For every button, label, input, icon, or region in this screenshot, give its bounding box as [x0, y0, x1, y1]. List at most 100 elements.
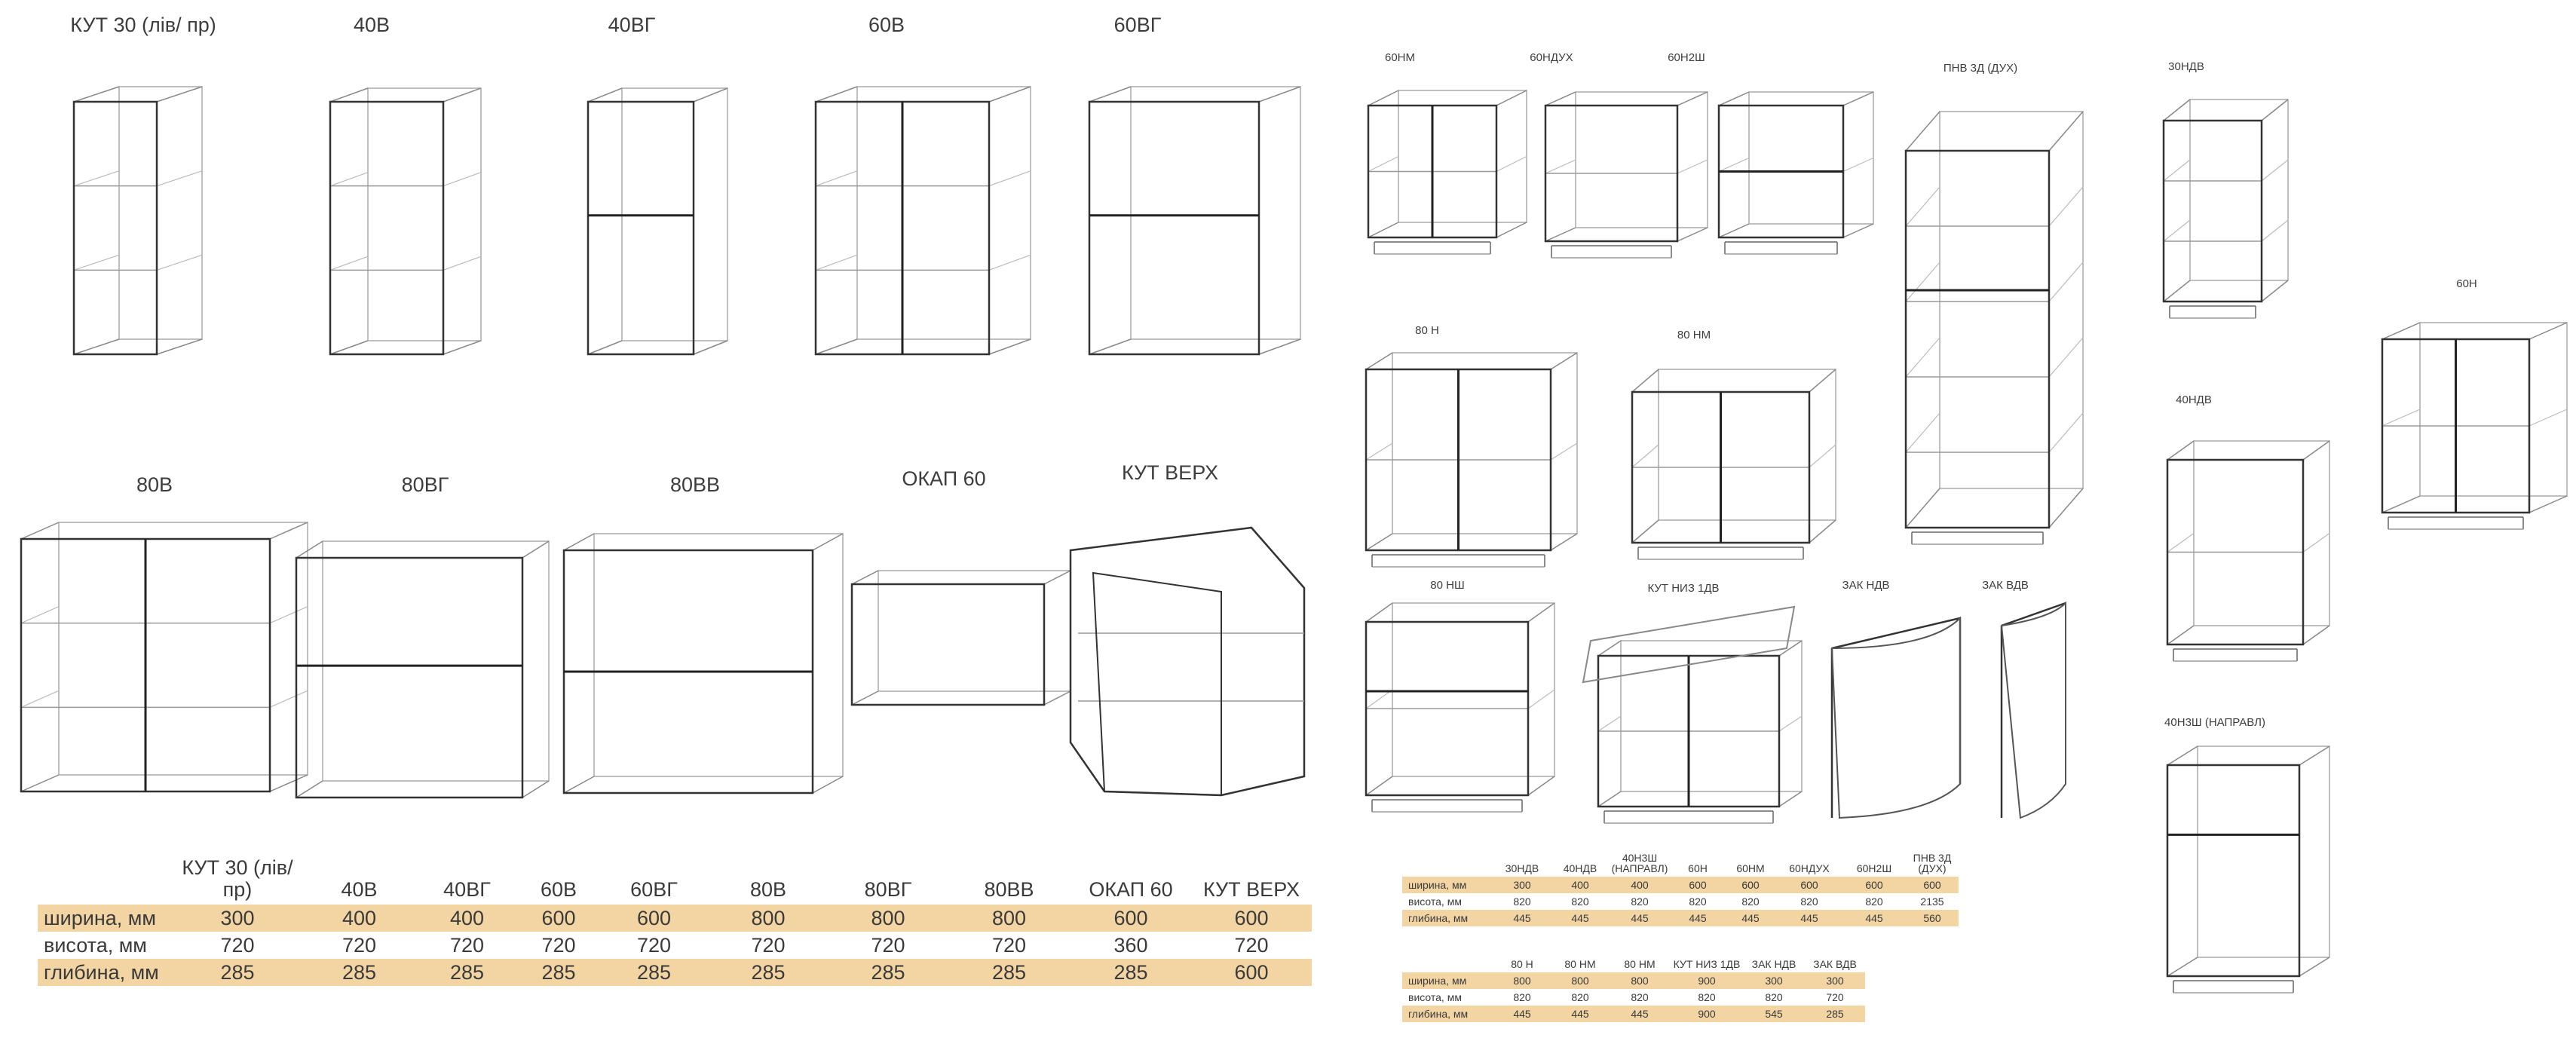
table-row: глибина, мм 285 285 285 285 285 285 285 …: [38, 959, 1312, 986]
label-80nsh: 80 НШ: [1430, 579, 1465, 592]
row-label: ширина, мм: [38, 905, 173, 932]
table-cell: 2135: [1920, 896, 1944, 908]
cabinet-kutniz: [1597, 640, 1803, 824]
row-label: глибина, мм: [1402, 910, 1493, 926]
table-cell: 360: [1113, 933, 1148, 957]
table-cell: 720: [991, 933, 1027, 957]
cabinet-80vv: [562, 533, 844, 794]
table-cell: 720: [1826, 991, 1844, 1003]
col-header: 80 НМ: [1624, 958, 1656, 971]
table-row: глибина, мм 445 445 445 900 545 285: [1402, 1006, 1865, 1022]
col-header: 40НДВ: [1563, 862, 1597, 875]
col-header: 80В: [749, 877, 787, 901]
cabinet-40vg: [587, 87, 728, 356]
cabinet-60n: [2381, 322, 2568, 530]
label-80n: 80 Н: [1415, 324, 1439, 337]
col-header: 40В: [341, 877, 378, 901]
label-okap60: ОКАП 60: [902, 467, 986, 490]
label-40vg: 40ВГ: [608, 14, 656, 36]
cabinet-80n: [1365, 352, 1578, 568]
table-cell: 900: [1671, 972, 1743, 989]
table-cell: 600: [1191, 905, 1312, 932]
cabinet-40ndv: [2166, 440, 2330, 662]
label-kut30: КУТ 30 (лів/ пр): [70, 14, 216, 36]
label-40n3sh: 40Н3Ш (НАПРАВЛ): [2164, 716, 2265, 729]
table-header-row: КУТ 30 (лів/ пр) 40В 40ВГ 60В 60ВГ 80В 8…: [38, 852, 1312, 905]
kut-niz-top: [1582, 605, 1796, 684]
col-header: 40ВГ: [443, 877, 491, 901]
table-cell: 445: [1671, 910, 1725, 926]
table-cell: 285: [1071, 959, 1191, 986]
lower-cabinets-table-1: 30НДВ 40НДВ 40Н3Ш (НАПРАВЛ) 60Н 60НМ 60Н…: [1402, 843, 1959, 926]
table-cell: 600: [1071, 905, 1191, 932]
table-cell: 300: [1743, 972, 1805, 989]
label-60nm: 60НМ: [1384, 51, 1416, 64]
row-label: висота, мм: [44, 933, 147, 957]
table-cell: 600: [1906, 877, 1959, 893]
row-label: глибина, мм: [38, 959, 173, 986]
table-cell: 820: [1513, 991, 1531, 1003]
table-cell: 800: [708, 905, 829, 932]
cabinet-80nsh: [1365, 602, 1555, 813]
table-cell: 720: [342, 933, 377, 957]
label-60vg: 60ВГ: [1113, 14, 1162, 36]
table-cell: 600: [517, 905, 600, 932]
col-header: 60ВГ: [630, 877, 678, 901]
label-60v: 60В: [868, 14, 905, 36]
table-cell: 820: [1571, 991, 1589, 1003]
table-row: висота, мм 820 820 820 820 820 720: [1402, 989, 1865, 1006]
table-cell: 800: [1551, 972, 1609, 989]
row-label: ширина, мм: [1402, 877, 1493, 893]
cabinet-60vg: [1088, 86, 1301, 356]
table-cell: 285: [1805, 1006, 1865, 1022]
table-cell: 285: [708, 959, 829, 986]
label-40ndv: 40НДВ: [2176, 393, 2212, 406]
table-cell: 300: [173, 905, 302, 932]
table-cell: 820: [1513, 896, 1531, 908]
cabinet-40v: [329, 87, 482, 356]
table-cell: 720: [449, 933, 485, 957]
col-header: 80 Н: [1511, 958, 1533, 971]
cabinet-80nm: [1631, 369, 1836, 560]
cabinet-40n3sh: [2166, 745, 2330, 993]
row-label: ширина, мм: [1402, 972, 1493, 989]
col-header: ПНВ 3Д (ДУХ): [1913, 851, 1952, 875]
label-40v: 40В: [353, 14, 391, 36]
table-cell: 445: [1493, 910, 1551, 926]
label-80v: 80В: [136, 473, 173, 496]
upper-cabinets-table: КУТ 30 (лів/ пр) 40В 40ВГ 60В 60ВГ 80В 8…: [38, 852, 1312, 986]
row-label: висота, мм: [1408, 991, 1462, 1003]
cabinet-80v: [20, 522, 308, 793]
table-cell: 560: [1906, 910, 1959, 926]
col-header: КУТ 30 (лів/ пр): [182, 856, 293, 901]
label-kutverh: КУТ ВЕРХ: [1122, 461, 1218, 484]
label-pnv: ПНВ 3Д (ДУХ): [1943, 62, 2018, 75]
cabinet-zakvdv: [2000, 602, 2066, 818]
table-cell: 720: [751, 933, 786, 957]
col-header: 80 НМ: [1564, 958, 1596, 971]
table-header-row: 30НДВ 40НДВ 40Н3Ш (НАПРАВЛ) 60Н 60НМ 60Н…: [1402, 843, 1959, 877]
table-cell: 445: [1842, 910, 1906, 926]
label-zakvdv: ЗАК ВДВ: [1982, 579, 2029, 592]
label-zakndv: ЗАК НДВ: [1842, 579, 1890, 592]
table-cell: 900: [1671, 1006, 1743, 1022]
table-cell: 820: [1631, 991, 1649, 1003]
cabinet-60n2sh: [1717, 91, 1874, 255]
label-60nduh: 60НДУХ: [1530, 51, 1573, 64]
table-cell: 285: [517, 959, 600, 986]
cabinet-kutverh: [1069, 526, 1306, 797]
col-header: 80ВГ: [864, 877, 912, 901]
table-cell: 285: [417, 959, 517, 986]
row-label: висота, мм: [1408, 896, 1462, 908]
table-row: ширина, мм 800 800 800 900 300 300: [1402, 972, 1865, 989]
col-header: КУТ НИЗ 1ДВ: [1673, 958, 1741, 971]
table-row: ширина, мм 300 400 400 600 600 600 600 6…: [1402, 877, 1959, 893]
col-header: ЗАК ВДВ: [1813, 958, 1857, 971]
table-cell: 285: [302, 959, 417, 986]
col-header: 60Н: [1688, 862, 1708, 875]
cabinet-pnv: [1904, 111, 2084, 545]
label-kutniz: КУТ НИЗ 1ДВ: [1647, 582, 1720, 595]
table-cell: 285: [829, 959, 948, 986]
label-80vg: 80ВГ: [401, 473, 449, 496]
cabinet-60nduh: [1544, 91, 1708, 259]
